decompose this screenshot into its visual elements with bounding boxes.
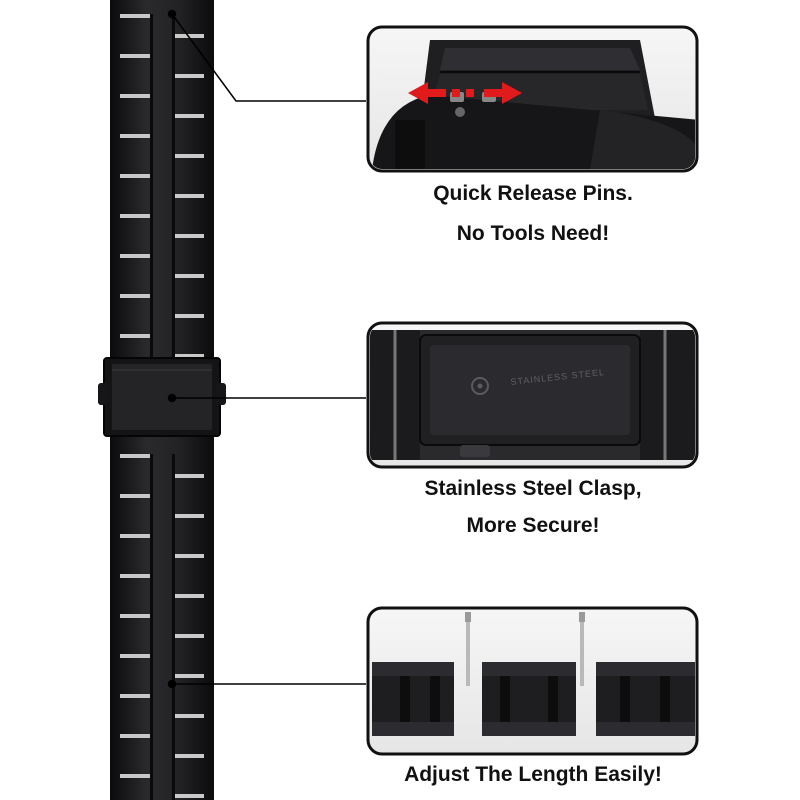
- band-link-highlight: [120, 214, 152, 218]
- link-pins: [465, 612, 585, 686]
- band-link-highlight: [120, 654, 152, 658]
- band-link-seam: [150, 534, 153, 574]
- band-link-seam: [150, 774, 153, 800]
- band-link-seam: [172, 454, 175, 494]
- band-link-seam: [150, 294, 153, 334]
- band-links: [120, 14, 204, 800]
- band-link-seam: [150, 254, 153, 294]
- band-link-highlight: [120, 294, 152, 298]
- band-link-seam: [172, 174, 175, 214]
- band-link-seam: [172, 214, 175, 254]
- band-link-seam: [172, 14, 175, 54]
- band-link-seam: [172, 54, 175, 94]
- band-link-seam: [150, 694, 153, 734]
- caption-quick-release-line1: Quick Release Pins.: [433, 182, 633, 205]
- band-link-highlight: [172, 354, 204, 358]
- band-link-highlight: [172, 74, 204, 78]
- band-link-seam: [150, 614, 153, 654]
- band-link-highlight: [172, 274, 204, 278]
- band-link-highlight: [120, 574, 152, 578]
- band-link-seam: [150, 94, 153, 134]
- band-link-seam: [172, 774, 175, 800]
- band-link-highlight: [120, 174, 152, 178]
- band-clasp: [98, 357, 226, 437]
- band-link-highlight: [120, 774, 152, 778]
- caption-clasp-line1: Stainless Steel Clasp,: [424, 477, 642, 500]
- band-link-highlight: [120, 254, 152, 258]
- band-link-seam: [172, 334, 175, 374]
- band-link-seam: [150, 334, 153, 374]
- link-piece-left: [372, 662, 454, 736]
- band-link-highlight: [120, 494, 152, 498]
- band-link-seam: [150, 494, 153, 534]
- band-link-highlight: [120, 14, 152, 18]
- band-link-highlight: [172, 714, 204, 718]
- band-link-highlight: [172, 674, 204, 678]
- caption-links-line1: Adjust The Length Easily!: [404, 763, 662, 786]
- band-link-seam: [150, 14, 153, 54]
- band-link-highlight: [120, 54, 152, 58]
- band-link-highlight: [172, 474, 204, 478]
- band-link-seam: [172, 694, 175, 734]
- panel-clasp: STAINLESS STEEL: [366, 321, 699, 469]
- band-link-seam: [172, 654, 175, 694]
- band-link-highlight: [120, 134, 152, 138]
- band-link-seam: [172, 614, 175, 654]
- panel-quick-release: [366, 25, 699, 173]
- band-link-highlight: [120, 454, 152, 458]
- band-link-seam: [172, 494, 175, 534]
- band-link-seam: [172, 734, 175, 774]
- band-link-seam: [172, 254, 175, 294]
- band-link-seam: [150, 574, 153, 614]
- band-link-highlight: [172, 794, 204, 798]
- band-link-highlight: [172, 634, 204, 638]
- band-link-highlight: [120, 334, 152, 338]
- band-link-seam: [150, 214, 153, 254]
- band-link-highlight: [172, 114, 204, 118]
- band-link-seam: [150, 734, 153, 774]
- release-arrows: [408, 82, 522, 104]
- band-link-seam: [150, 454, 153, 494]
- band-link-seam: [150, 54, 153, 94]
- link-piece-middle: [482, 662, 576, 736]
- caption-clasp-line2: More Secure!: [466, 514, 600, 537]
- band-link-seam: [150, 174, 153, 214]
- band-link-highlight: [120, 534, 152, 538]
- band-link-seam: [172, 94, 175, 134]
- band-link-highlight: [172, 754, 204, 758]
- band-link-highlight: [172, 554, 204, 558]
- panel-links: [366, 606, 699, 756]
- band-link-seam: [172, 534, 175, 574]
- band-link-highlight: [172, 514, 204, 518]
- band-link-highlight: [120, 614, 152, 618]
- band-link-highlight: [172, 194, 204, 198]
- band-link-highlight: [120, 94, 152, 98]
- leader-lines: [167, 9, 366, 689]
- watch-band: [98, 0, 226, 800]
- band-link-seam: [172, 134, 175, 174]
- band-link-highlight: [172, 314, 204, 318]
- band-link-highlight: [172, 234, 204, 238]
- band-link-seam: [172, 574, 175, 614]
- link-piece-right: [596, 662, 695, 736]
- band-link-seam: [150, 654, 153, 694]
- band-link-highlight: [172, 594, 204, 598]
- band-link-highlight: [172, 154, 204, 158]
- band-link-seam: [150, 134, 153, 174]
- band-link-seam: [172, 294, 175, 334]
- leader-line-pins: [171, 13, 366, 102]
- band-link-highlight: [120, 694, 152, 698]
- caption-quick-release-line2: No Tools Need!: [456, 222, 610, 245]
- band-link-highlight: [120, 734, 152, 738]
